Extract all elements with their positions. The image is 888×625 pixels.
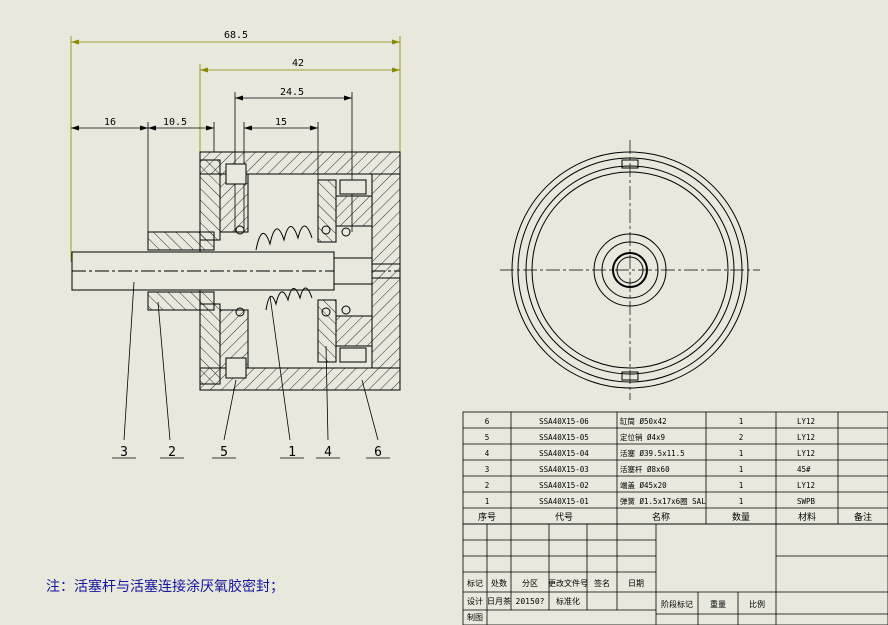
assembly-note: 注：活塞杆与活塞连接涂厌氧胶密封； bbox=[46, 579, 284, 595]
bom-cell-qty: 1 bbox=[739, 465, 744, 474]
bom-cell-code: SSA40X15-04 bbox=[539, 449, 589, 458]
bom-cell-code: SSA40X15-01 bbox=[539, 497, 589, 506]
dimensions bbox=[70, 36, 401, 262]
title-block bbox=[462, 523, 888, 625]
bom-cell-material: LY12 bbox=[797, 449, 815, 458]
dim-inner: 24.5 bbox=[280, 87, 304, 98]
bom-cell-qty: 1 bbox=[739, 449, 744, 458]
bom-cell-name: 定位销 Ø4x9 bbox=[620, 432, 665, 442]
section-view bbox=[71, 151, 401, 391]
bom-cell-code: SSA40X15-05 bbox=[539, 433, 589, 442]
bom-cell-material: LY12 bbox=[797, 433, 815, 442]
bom-header-name: 名称 bbox=[652, 511, 670, 523]
bom-cell-code: SSA40X15-03 bbox=[539, 465, 589, 474]
tb-design: 设计 bbox=[467, 596, 483, 606]
bom-cell-code: SSA40X15-06 bbox=[539, 417, 589, 426]
title-block-text: 标记 处数 分区 更改文件号 签名 日期 设计 日月茶 20150? 标准化 阶… bbox=[467, 578, 765, 622]
dimension-labels: 68.5 42 24.5 15 16 10.5 bbox=[104, 30, 304, 128]
leader-lines bbox=[112, 281, 390, 459]
bom-table bbox=[462, 411, 888, 525]
bom-cell-name: 活塞 Ø39.5x11.5 bbox=[620, 448, 685, 458]
tb-change-doc: 更改文件号 bbox=[548, 578, 588, 588]
bom-cell-material: LY12 bbox=[797, 417, 815, 426]
tb-sign: 签名 bbox=[594, 578, 610, 588]
bom-cell-no: 4 bbox=[485, 449, 490, 458]
bom-header: 序号 代号 名称 数量 材料 备注 bbox=[478, 511, 872, 523]
bom-cell-no: 1 bbox=[485, 497, 490, 506]
bom-cell-material: SWPB bbox=[797, 497, 816, 506]
bom-cell-code: SSA40X15-02 bbox=[539, 481, 589, 490]
end-view bbox=[500, 140, 760, 400]
dim-overall: 68.5 bbox=[224, 30, 248, 41]
balloon-2: 2 bbox=[168, 445, 176, 460]
tb-count: 处数 bbox=[491, 578, 507, 588]
bom-cell-qty: 2 bbox=[739, 433, 744, 442]
dim-spring: 15 bbox=[275, 117, 287, 128]
tb-stage: 阶段标记 bbox=[661, 599, 693, 609]
tb-zone: 分区 bbox=[522, 579, 538, 588]
balloon-4: 4 bbox=[324, 445, 332, 460]
bom-header-no: 序号 bbox=[478, 511, 496, 523]
dim-nut: 10.5 bbox=[163, 117, 187, 128]
bom-cell-no: 3 bbox=[485, 465, 490, 474]
bom-cell-material: 45# bbox=[797, 465, 811, 474]
tb-design-date: 20150? bbox=[516, 597, 545, 606]
tb-scale: 比例 bbox=[749, 599, 765, 609]
bom-header-qty: 数量 bbox=[732, 511, 750, 523]
tb-weight: 重量 bbox=[710, 599, 726, 609]
bom-cell-name: 弹簧 Ø1.5x17x6圈 SAL bbox=[620, 496, 706, 506]
balloon-3: 3 bbox=[120, 445, 128, 460]
bom-cell-name: 活塞杆 Ø8x60 bbox=[620, 464, 670, 474]
tb-mark: 标记 bbox=[467, 578, 483, 588]
tb-drawn: 制图 bbox=[467, 612, 483, 622]
bom-cell-no: 5 bbox=[485, 433, 490, 442]
bom-cell-no: 6 bbox=[485, 417, 490, 426]
bom-cell-name: 端盖 Ø45x20 bbox=[620, 480, 667, 490]
bom-cell-material: LY12 bbox=[797, 481, 815, 490]
dim-body: 42 bbox=[292, 58, 304, 69]
tb-designer: 日月茶 bbox=[487, 596, 511, 606]
balloon-1: 1 bbox=[288, 445, 296, 460]
bom-cell-name: 缸筒 Ø50x42 bbox=[620, 416, 667, 426]
bom-header-remark: 备注 bbox=[854, 511, 872, 523]
bom-cell-qty: 1 bbox=[739, 417, 744, 426]
bom-header-code: 代号 bbox=[555, 512, 573, 523]
bom-cell-qty: 1 bbox=[739, 481, 744, 490]
balloon-6: 6 bbox=[374, 445, 382, 460]
dim-rod-end: 16 bbox=[104, 117, 116, 128]
balloon-5: 5 bbox=[220, 445, 228, 460]
tb-date: 日期 bbox=[628, 579, 644, 588]
bom-header-material: 材料 bbox=[798, 511, 816, 523]
tb-standard: 标准化 bbox=[556, 596, 580, 606]
balloon-labels: 3 2 5 1 4 6 bbox=[120, 445, 382, 460]
bom-cell-no: 2 bbox=[485, 481, 490, 490]
bom-cell-qty: 1 bbox=[739, 497, 744, 506]
